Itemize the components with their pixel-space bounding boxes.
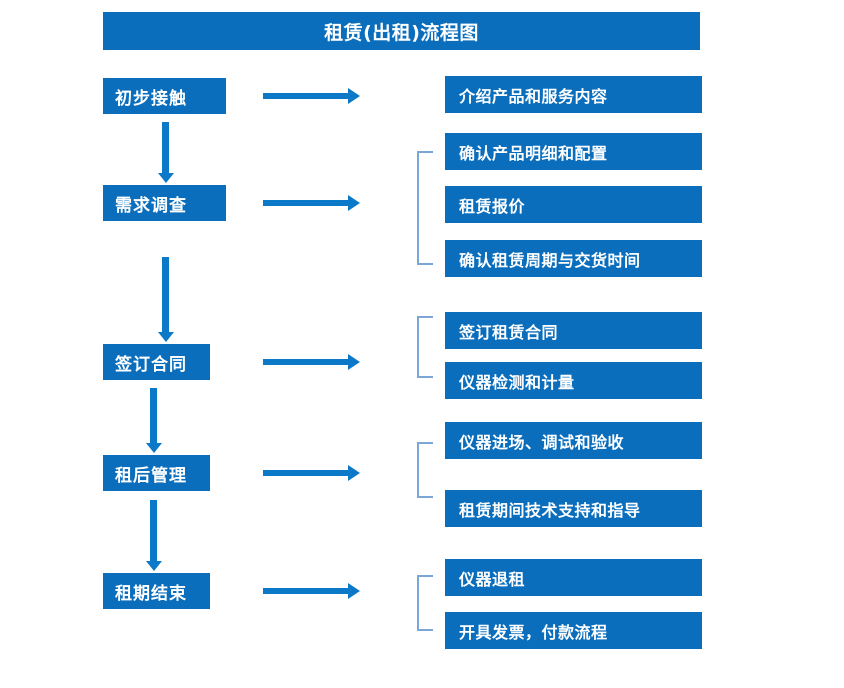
stage-connector-arrow-3 xyxy=(150,388,157,444)
stage-box-初步接触[interactable]: 初步接触 xyxy=(103,78,226,114)
detail-box-租赁期间技术支持和指导[interactable]: 租赁期间技术支持和指导 xyxy=(445,490,702,527)
stage-connector-arrow-2 xyxy=(162,257,169,333)
stage-to-detail-arrow-2 xyxy=(263,200,349,206)
detail-box-仪器检测和计量[interactable]: 仪器检测和计量 xyxy=(445,362,702,399)
detail-group-bracket-2 xyxy=(417,151,433,265)
detail-box-开具发票付款流程[interactable]: 开具发票，付款流程 xyxy=(445,612,702,649)
stage-box-租后管理[interactable]: 租后管理 xyxy=(103,455,210,491)
stage-to-detail-arrow-4 xyxy=(263,470,349,476)
detail-box-租赁报价[interactable]: 租赁报价 xyxy=(445,186,702,223)
detail-box-签订租赁合同[interactable]: 签订租赁合同 xyxy=(445,312,702,349)
flowchart-title: 租赁(出租)流程图 xyxy=(103,12,700,50)
detail-box-仪器进场调试和验收[interactable]: 仪器进场、调试和验收 xyxy=(445,422,702,459)
detail-box-确认租赁周期与交货时间[interactable]: 确认租赁周期与交货时间 xyxy=(445,240,702,277)
stage-to-detail-arrow-3 xyxy=(263,359,349,365)
detail-group-bracket-5 xyxy=(417,575,433,631)
detail-group-bracket-3 xyxy=(417,316,433,378)
detail-box-确认产品明细和配置[interactable]: 确认产品明细和配置 xyxy=(445,133,702,170)
stage-box-签订合同[interactable]: 签订合同 xyxy=(103,344,210,380)
stage-connector-arrow-1 xyxy=(162,122,169,174)
stage-to-detail-arrow-5 xyxy=(263,588,349,594)
detail-box-介绍产品和服务内容[interactable]: 介绍产品和服务内容 xyxy=(445,76,702,113)
stage-to-detail-arrow-1 xyxy=(263,93,349,99)
stage-box-租期结束[interactable]: 租期结束 xyxy=(103,573,210,609)
detail-group-bracket-4 xyxy=(417,442,433,498)
stage-connector-arrow-4 xyxy=(150,500,157,562)
stage-box-需求调查[interactable]: 需求调查 xyxy=(103,185,226,221)
detail-box-仪器退租[interactable]: 仪器退租 xyxy=(445,559,702,596)
